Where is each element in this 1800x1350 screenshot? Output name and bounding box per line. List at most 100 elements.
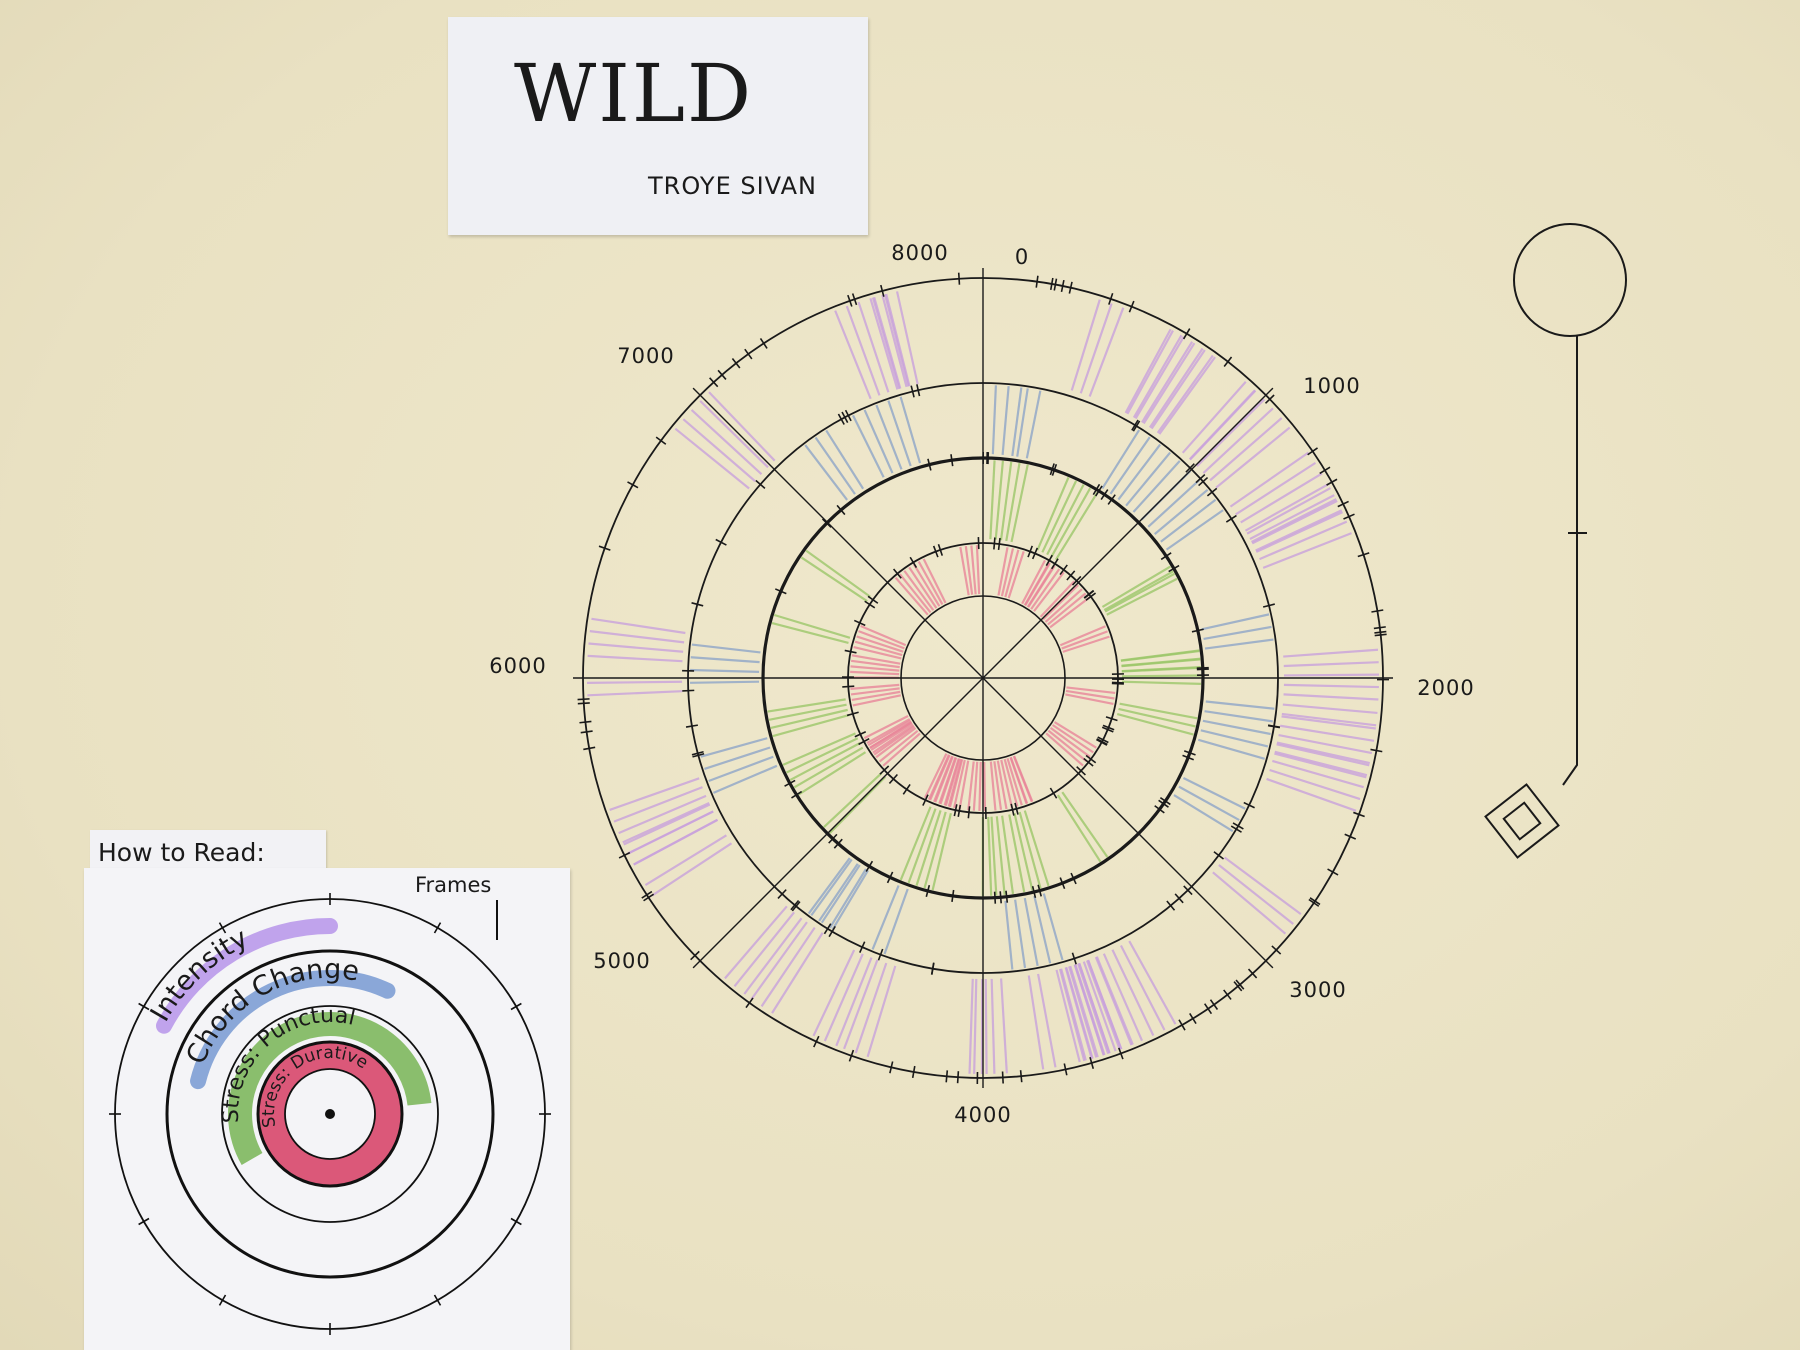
chord-ray <box>825 429 865 490</box>
punctual-ray <box>899 806 932 881</box>
durative-ray <box>947 758 963 807</box>
intensity-ray <box>1282 703 1378 715</box>
artist-name: TROYE SIVAN <box>648 172 817 200</box>
durative-ray <box>850 683 900 690</box>
tick-mark <box>967 806 971 819</box>
tick-mark <box>1373 626 1386 630</box>
punctual-ray <box>823 772 883 828</box>
frame-label: 0 <box>1015 245 1029 269</box>
durative-ray <box>929 754 951 801</box>
tick-mark <box>1105 716 1118 722</box>
tick-mark <box>1083 590 1095 599</box>
intensity-ray <box>644 834 727 886</box>
tick-mark <box>847 294 853 307</box>
chord-ray <box>1101 429 1141 490</box>
punctual-highlight <box>228 1012 432 1216</box>
tick-mark <box>1326 478 1338 486</box>
tick-mark <box>1154 805 1165 814</box>
chord-ray <box>1042 893 1064 961</box>
chord-ray <box>713 764 778 794</box>
tick-mark <box>1183 750 1196 756</box>
tick-mark <box>1225 514 1237 523</box>
durative-ray <box>1030 568 1061 610</box>
durative-ray <box>1049 726 1091 758</box>
intensity-ray <box>984 978 988 1074</box>
tick-mark <box>1049 787 1058 799</box>
durative-ray <box>997 547 1009 596</box>
durative-ray <box>989 761 997 811</box>
durative-ray <box>959 546 970 596</box>
tick-mark <box>1235 979 1245 990</box>
tick-mark <box>1247 968 1258 979</box>
tick-mark <box>1183 885 1193 896</box>
tick-mark <box>1053 278 1058 291</box>
durative-ray <box>996 760 1008 810</box>
legend-tick <box>510 1217 522 1226</box>
punctual-ray <box>782 732 856 766</box>
intensity-ray <box>1262 532 1352 569</box>
chord-ray <box>1178 785 1240 822</box>
tick-mark <box>997 537 1001 551</box>
tick-mark <box>879 765 890 775</box>
intensity-ray <box>1215 426 1291 489</box>
pendulum-weight-inner <box>1502 801 1542 841</box>
intensity-ray <box>895 291 919 385</box>
chord-ray <box>1001 386 1010 455</box>
chord-ray <box>1125 451 1171 507</box>
intensity-ray <box>1149 347 1204 429</box>
intensity-ray <box>623 803 711 846</box>
punctual-ray <box>1023 810 1050 887</box>
intensity-ray <box>1037 973 1057 1068</box>
tick-mark <box>1027 545 1033 558</box>
intensity-ray <box>869 298 899 390</box>
chord-ray <box>1202 719 1271 736</box>
tick-mark <box>1076 766 1086 776</box>
punctual-ray <box>1001 815 1015 895</box>
durative-ray <box>894 576 929 616</box>
punctual-ray <box>1041 480 1078 553</box>
intensity-ray <box>1087 959 1123 1050</box>
tick-mark <box>1108 293 1114 305</box>
intensity-ray <box>1244 483 1329 532</box>
tick-mark <box>993 537 996 550</box>
durative-ray <box>1033 571 1065 612</box>
chord-ray <box>1033 895 1052 964</box>
intensity-ray <box>1235 461 1317 516</box>
intensity-ray <box>622 801 710 844</box>
tick-mark <box>1111 682 1124 685</box>
tick-mark <box>579 720 592 724</box>
chord-ray <box>690 668 760 674</box>
tick-mark <box>1101 726 1114 733</box>
tick-mark <box>950 454 954 467</box>
durative-ray <box>1065 693 1114 706</box>
intensity-ray <box>1212 871 1287 935</box>
tick-mark <box>777 889 787 899</box>
intensity-ray <box>1156 354 1214 434</box>
intensity-ray <box>587 680 683 685</box>
durative-ray <box>1047 729 1088 763</box>
tick-mark <box>627 481 639 489</box>
tick-mark <box>1209 999 1219 1010</box>
durative-highlight <box>259 1043 401 1185</box>
durative-ray <box>939 757 958 805</box>
intensity-ray <box>1111 949 1155 1036</box>
tick-mark <box>910 385 915 398</box>
intensity-ray <box>613 786 703 823</box>
tick-mark <box>1037 884 1042 897</box>
tick-mark <box>1182 754 1194 761</box>
tick-mark <box>784 779 796 787</box>
chord-ray <box>1205 700 1275 710</box>
intensity-ray <box>1274 752 1367 779</box>
durative-ray <box>863 714 909 740</box>
punctual-ray <box>1121 666 1201 673</box>
tick-mark <box>993 891 997 904</box>
tick-mark <box>1243 801 1255 809</box>
punctual-ray <box>1013 813 1034 891</box>
tick-mark <box>821 518 832 528</box>
tick-mark <box>1262 603 1275 608</box>
intensity-ray <box>1255 511 1344 553</box>
punctual-ray <box>1061 791 1109 858</box>
durative-ray <box>993 761 1003 810</box>
punctual-ray <box>773 613 851 639</box>
intensity-ray <box>1070 299 1101 391</box>
